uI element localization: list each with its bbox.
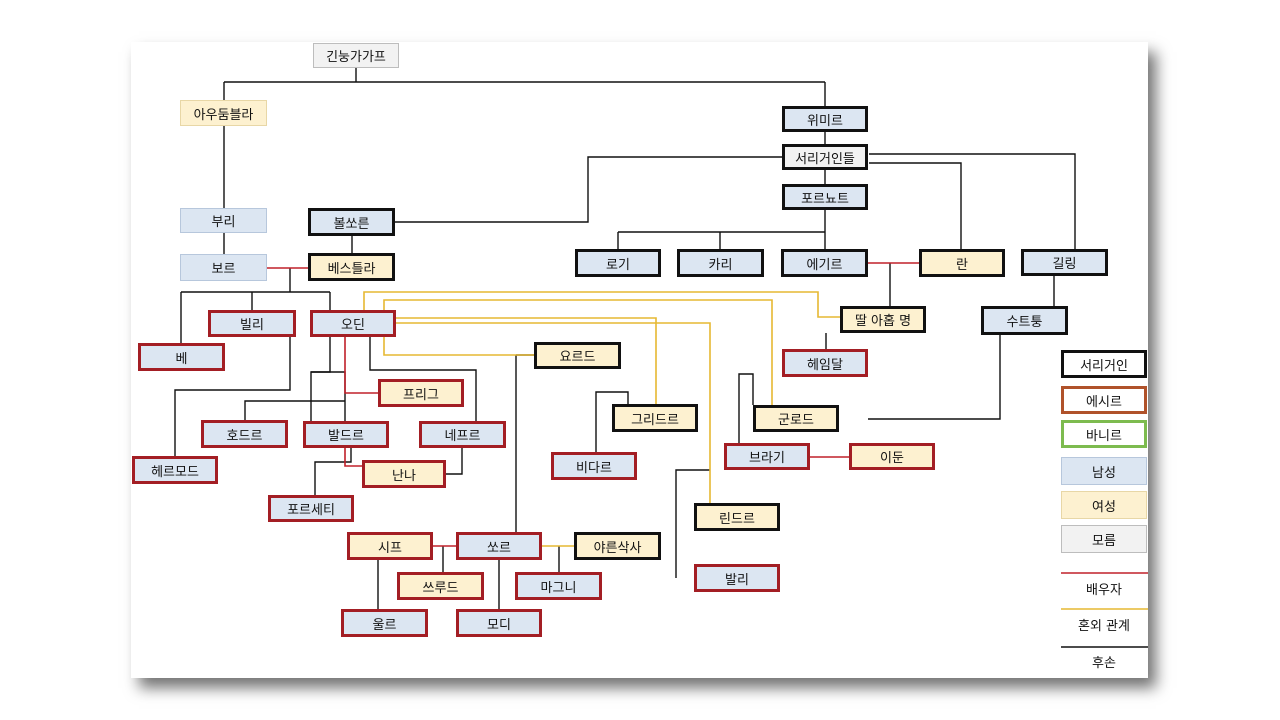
node-vidar: 비다르	[551, 452, 637, 480]
node-jarnsaxa: 야른삭사	[574, 532, 661, 560]
node-audhumla: 아우둠블라	[180, 100, 267, 126]
node-baldr: 발드르	[303, 421, 389, 448]
node-vali: 발리	[694, 564, 780, 592]
node-suttung: 수트퉁	[981, 306, 1068, 335]
node-bragi: 브라기	[724, 443, 810, 470]
node-gilling: 길링	[1021, 249, 1108, 276]
node-ymir: 위미르	[782, 106, 868, 132]
node-vili: 빌리	[208, 310, 296, 337]
descent-lines	[174, 68, 1076, 609]
node-bolthorn: 볼쏘른	[308, 208, 395, 236]
node-thrudr: 쓰루드	[397, 572, 484, 600]
legend-frost-giant: 서리거인	[1061, 350, 1147, 378]
node-thor: 쏘르	[456, 532, 542, 560]
legend-male: 남성	[1061, 457, 1147, 485]
node-ginnungagap: 긴눙가가프	[313, 43, 399, 68]
node-nepr: 네프르	[419, 421, 506, 448]
node-frost-giants: 서리거인들	[782, 144, 868, 170]
node-rindr: 린드르	[694, 503, 780, 531]
node-logi: 로기	[575, 249, 661, 277]
node-frigg: 프리그	[378, 379, 464, 407]
legend-female: 여성	[1061, 491, 1147, 519]
spouse-lines	[266, 262, 919, 547]
legend-vanir: 바니르	[1061, 420, 1147, 448]
legend-affair-label: 혼외 관계	[1078, 619, 1130, 634]
node-modi: 모디	[456, 609, 542, 637]
legend-spouse-label: 배우자	[1086, 583, 1122, 598]
node-magni: 마그니	[515, 572, 602, 600]
node-hermod: 헤르모드	[132, 456, 218, 484]
node-ullr: 울르	[341, 609, 428, 637]
diagram-slide	[131, 42, 1148, 678]
node-heimdall: 헤임달	[782, 349, 868, 377]
legend-descendant-label: 후손	[1092, 656, 1116, 671]
legend-lines	[1061, 572, 1148, 648]
node-idun: 이둔	[849, 443, 935, 470]
node-odin: 오딘	[310, 310, 396, 337]
node-gridr: 그리드르	[612, 404, 698, 432]
node-sif: 시프	[347, 532, 433, 560]
node-buri: 부리	[180, 208, 267, 233]
node-nine-daughters: 딸 아홉 명	[840, 306, 926, 333]
node-ve: 베	[138, 343, 225, 371]
legend-unknown: 모름	[1061, 525, 1147, 553]
node-nanna: 난나	[362, 460, 446, 488]
node-ran: 란	[919, 249, 1005, 277]
node-gunnlod: 군로드	[753, 405, 839, 432]
node-aegir: 에기르	[781, 249, 868, 277]
node-bor: 보르	[180, 254, 267, 281]
node-hodr: 호드르	[201, 420, 288, 448]
legend-aesir: 에시르	[1061, 386, 1147, 414]
node-kari: 카리	[677, 249, 764, 277]
node-bestla: 베스틀라	[308, 253, 395, 281]
node-forseti: 포르세티	[268, 495, 354, 522]
node-fornjot: 포르뇨트	[782, 184, 868, 210]
node-jord: 요르드	[534, 342, 621, 369]
affair-lines	[363, 291, 840, 547]
